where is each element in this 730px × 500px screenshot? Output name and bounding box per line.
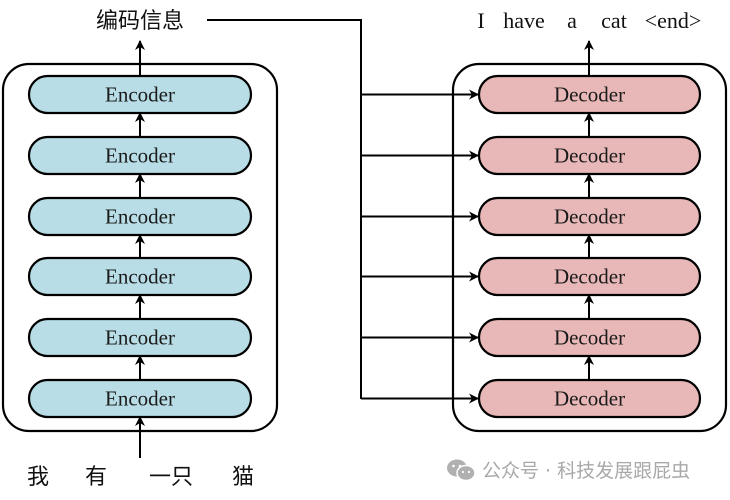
output-token: <end>: [645, 8, 702, 33]
encoder-layer-label: Encoder: [105, 83, 175, 107]
output-token: have: [503, 8, 545, 33]
encoder-layer-label: Encoder: [105, 387, 175, 411]
input-token: 一只: [149, 465, 193, 490]
decoder-layer-label: Decoder: [554, 144, 625, 168]
input-token: 猫: [232, 465, 254, 490]
output-token: a: [567, 8, 577, 33]
encoder-layer-label: Encoder: [105, 144, 175, 168]
wechat-icon: [447, 459, 476, 481]
output-token: cat: [601, 8, 627, 33]
decoder-output-tokens: I have a cat <end>: [477, 8, 701, 33]
decoder-layer-label: Decoder: [554, 387, 625, 411]
input-token: 我: [27, 465, 49, 490]
decoder-layer-label: Decoder: [554, 326, 625, 350]
decoder-layer-label: Decoder: [554, 265, 625, 289]
watermark: 公众号 · 科技发展跟屁虫: [446, 456, 690, 483]
encoder-layer-label: Encoder: [105, 326, 175, 350]
input-token: 有: [85, 465, 107, 490]
connection-arrows: [135, 19, 594, 458]
encoder-layer-label: Encoder: [105, 265, 175, 289]
decoder-layer-label: Decoder: [554, 83, 625, 107]
output-token: I: [477, 8, 484, 33]
encoder-output-label: 编码信息: [96, 9, 184, 34]
encoder-layer-label: Encoder: [105, 205, 175, 229]
decoder-layer-label: Decoder: [554, 205, 625, 229]
encoder-input-tokens: 我 有 一只 猫: [27, 465, 254, 490]
watermark-text: 公众号 · 科技发展跟屁虫: [482, 460, 691, 482]
